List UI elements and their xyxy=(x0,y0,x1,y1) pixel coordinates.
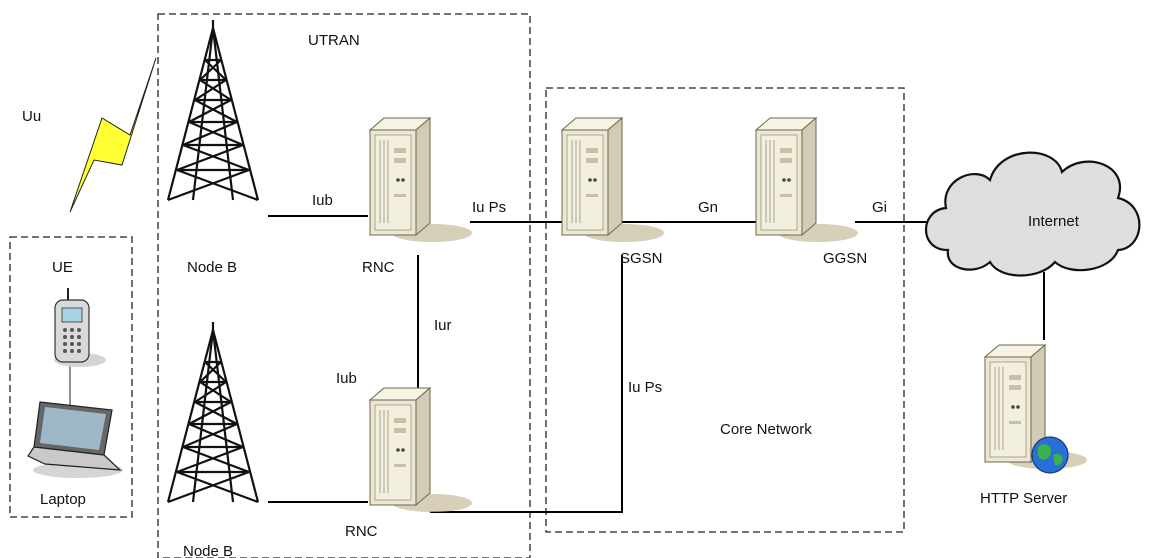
laptop-label: Laptop xyxy=(40,491,86,508)
node-b-label: Node B xyxy=(183,543,233,558)
utran-group-box xyxy=(157,13,531,558)
mobile-phone-icon xyxy=(54,288,106,367)
core-network-label: Core Network xyxy=(720,421,812,438)
lightning-bolt-icon xyxy=(69,57,157,213)
iu-ps-interface-label: Iu Ps xyxy=(628,379,662,396)
utran-label: UTRAN xyxy=(308,32,360,49)
iub-interface-label: Iub xyxy=(336,370,357,387)
internet-label: Internet xyxy=(1028,213,1080,230)
iub-interface-label: Iub xyxy=(312,192,333,209)
http-server-label: HTTP Server xyxy=(980,490,1067,507)
globe-icon xyxy=(1031,436,1069,474)
rnc-label: RNC xyxy=(362,259,395,276)
rnc-server-icon xyxy=(369,387,473,513)
rnc-label: RNC xyxy=(345,523,378,540)
ue-group-box xyxy=(9,236,133,518)
node-b-tower-icon xyxy=(166,320,260,504)
sgsn-label: SGSN xyxy=(620,250,663,267)
ue-label: UE xyxy=(52,259,73,276)
gn-interface-label: Gn xyxy=(698,199,718,216)
uu-label: Uu xyxy=(22,108,41,125)
gi-interface-label: Gi xyxy=(872,199,887,216)
iur-interface-label: Iur xyxy=(434,317,452,334)
ggsn-server-icon xyxy=(755,117,859,243)
iu-ps-interface-label: Iu Ps xyxy=(472,199,506,216)
ggsn-label: GGSN xyxy=(823,250,867,267)
core-network-group-box xyxy=(545,87,905,533)
node-b-label: Node B xyxy=(187,259,237,276)
link-rnc-sgsn-bottom xyxy=(430,255,623,513)
rnc-server-icon xyxy=(369,117,473,243)
laptop-icon xyxy=(27,401,123,478)
internet-cloud-icon xyxy=(924,151,1141,277)
node-b-tower-icon xyxy=(166,18,260,202)
sgsn-server-icon xyxy=(561,117,665,243)
